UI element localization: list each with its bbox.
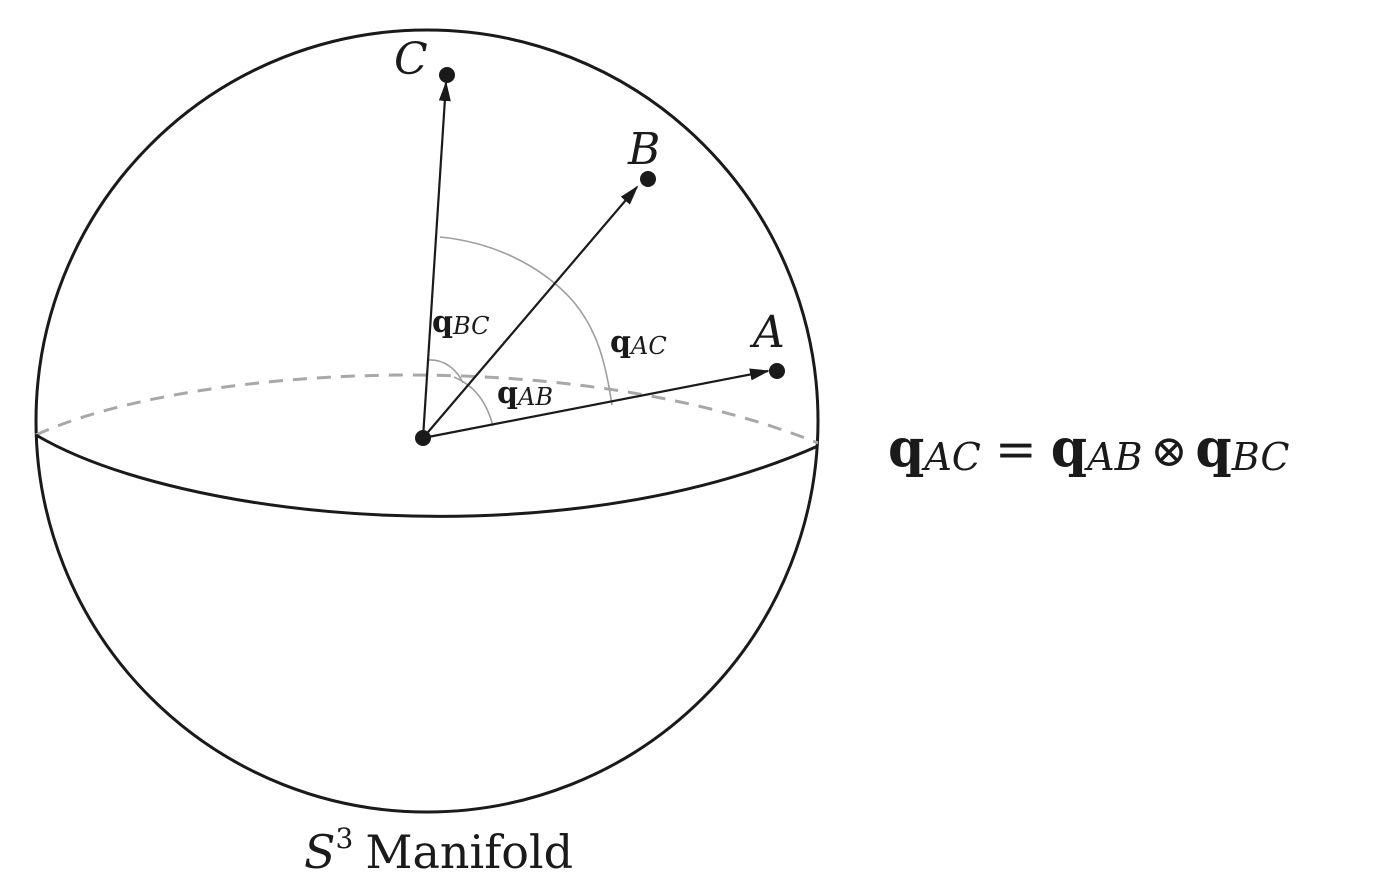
point-c (439, 67, 455, 83)
vector-to-a (422, 368, 770, 440)
vector-to-c (421, 81, 451, 439)
equator-front (35, 433, 819, 518)
angle-label-ab: qAB (497, 376, 553, 411)
angle-label-bc: qBC (432, 305, 489, 340)
sphere-outline (34, 28, 820, 814)
point-label-c: C (394, 34, 428, 85)
angle-label-ac: qAC (610, 325, 667, 360)
origin-point (415, 430, 431, 446)
point-label-a: A (749, 307, 785, 358)
arc-ac (439, 236, 613, 406)
point-label-b: B (627, 124, 660, 175)
point-b (640, 171, 656, 187)
equator-back-dashed (35, 373, 819, 445)
composition-equation: qAC=qAB⊗qBC (888, 418, 1289, 479)
vector-to-b (422, 185, 639, 439)
arc-bc (427, 359, 464, 384)
point-a (769, 363, 785, 379)
arc-ab (453, 376, 494, 427)
